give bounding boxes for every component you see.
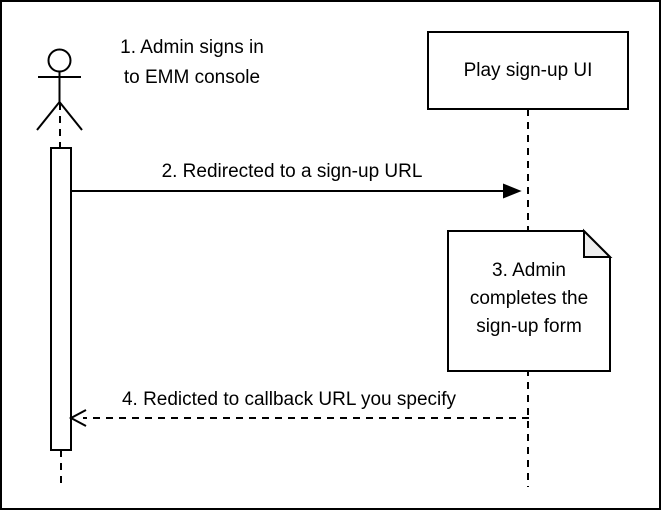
message-2-label: 2. Redirected to a sign-up URL [161,161,423,182]
note-shape [447,228,613,372]
note-label-line1: 3. Admin [492,260,566,281]
annotation-step1-line1: 1. Admin signs in [120,37,264,58]
note-body [447,230,611,372]
message-4-arrow [68,409,529,427]
annotation-step1-line2: to EMM console [123,67,261,88]
note-label-line3: sign-up form [476,316,582,337]
note-label-line2: completes the [469,288,589,309]
actor-activation-bar [50,147,72,451]
message-2-arrowhead-icon [503,183,522,199]
actor-icon [36,48,83,131]
note-label: 3. Admin completes the sign-up form [449,257,609,341]
participant-label: Play sign-up UI [463,59,593,81]
participant-box [427,31,629,110]
annotation-step1: 1. Admin signs in to EMM console [92,33,292,93]
message-4-open-arrowhead-icon [68,409,87,427]
actor-head [47,48,72,73]
message-4-label: 4. Redicted to callback URL you specify [121,389,457,410]
actor-right-leg [58,101,83,131]
actor-left-leg [36,101,61,131]
note-folded-corner-icon [583,228,613,258]
message-2-arrow [71,183,522,199]
